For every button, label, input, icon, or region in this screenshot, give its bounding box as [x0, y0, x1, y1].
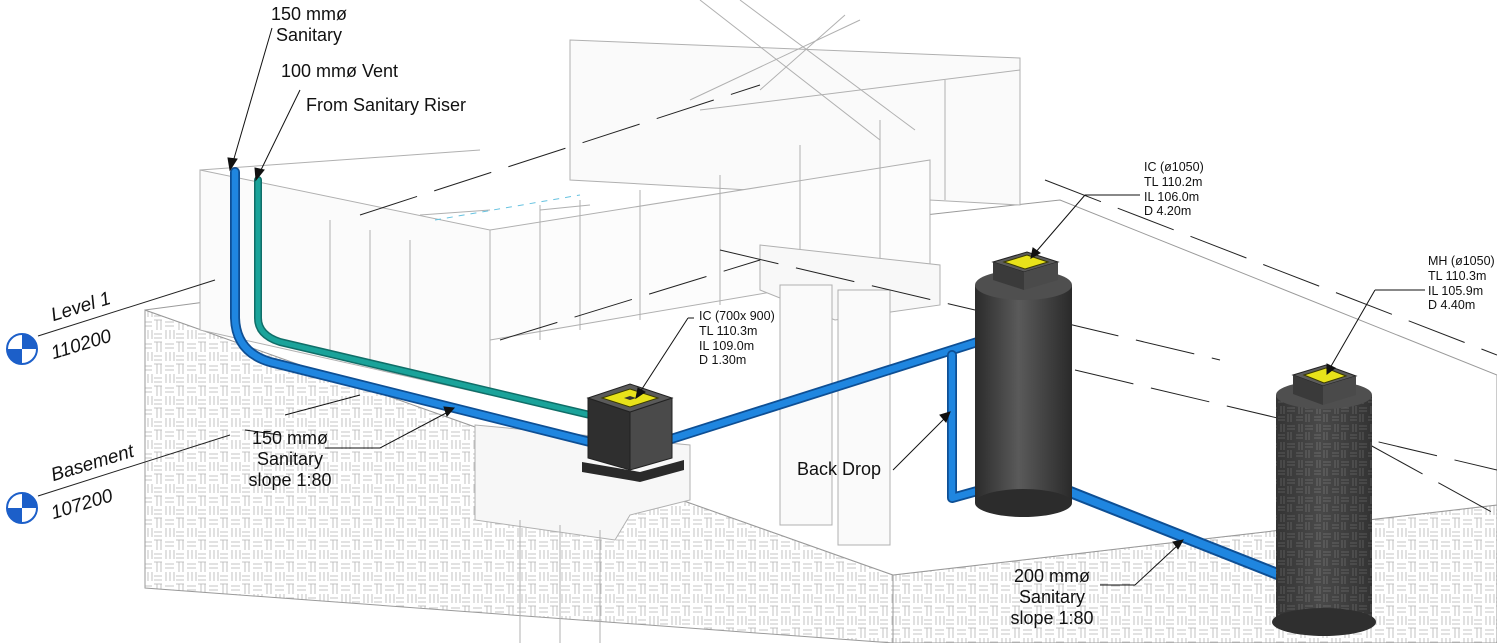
sanitary-pipe-to-ic: [663, 333, 995, 445]
chamber-top-level: TL 110.3m: [699, 323, 758, 338]
label-vent-100: 100 mmø Vent: [281, 61, 399, 81]
chamber-title: MH (ø1050): [1428, 254, 1495, 268]
chamber-info-ic-small: IC (700x 900) TL 110.3m IL 109.0m D 1.30…: [699, 309, 775, 368]
label-line: slope 1:80: [1010, 608, 1094, 629]
chamber-info-mh: MH (ø1050) TL 110.3m IL 105.9m D 4.40m: [1428, 254, 1495, 313]
sanitary-pipe-150: [230, 167, 595, 447]
label-sanitary-150-top: 150 mmø Sanitary: [271, 4, 347, 46]
chamber-invert-level: IL 106.0m: [1144, 189, 1200, 204]
inspection-chamber-large: [975, 251, 1072, 517]
section-lines: [359, 84, 1497, 516]
label-line: Sanitary: [256, 449, 324, 470]
annotation-leaders: [227, 27, 1425, 586]
inspection-chamber-small: [582, 383, 684, 482]
chamber-depth: D 1.30m: [699, 353, 747, 368]
level-marker-level1: [6, 279, 216, 365]
manhole: [1272, 364, 1376, 636]
label-line: 150 mmø: [271, 4, 348, 24]
chamber-title: IC (700x 900): [699, 309, 775, 323]
vent-pipe-100: [254, 176, 594, 419]
chamber-info-ic-large: IC (ø1050) TL 110.2m IL 106.0m D 4.20m: [1144, 160, 1204, 219]
chamber-title: IC (ø1050): [1144, 160, 1204, 174]
label-line: slope 1:80: [248, 470, 332, 491]
label-line: Sanitary: [276, 25, 343, 46]
chamber-depth: D 4.20m: [1144, 204, 1192, 219]
chamber-top-level: TL 110.2m: [1144, 174, 1203, 189]
label-back-drop: Back Drop: [797, 459, 882, 479]
label-line: 150 mmø: [251, 428, 329, 448]
label-sanitary-150-slope: 150 mmø Sanitary slope 1:80: [240, 428, 340, 492]
label-sanitary-200-slope: 200 mmø Sanitary slope 1:80: [1002, 566, 1102, 630]
chamber-top-level: TL 110.3m: [1428, 268, 1487, 283]
label-line: 200 mmø: [1013, 566, 1091, 586]
label-from-riser: From Sanitary Riser: [306, 95, 467, 115]
chamber-depth: D 4.40m: [1428, 298, 1476, 313]
level-marker-basement: [6, 434, 231, 524]
chamber-invert-level: IL 105.9m: [1428, 283, 1484, 298]
sanitary-pipe-200: [1049, 480, 1286, 581]
chamber-invert-level: IL 109.0m: [699, 338, 755, 353]
label-line: Sanitary: [1018, 587, 1086, 608]
